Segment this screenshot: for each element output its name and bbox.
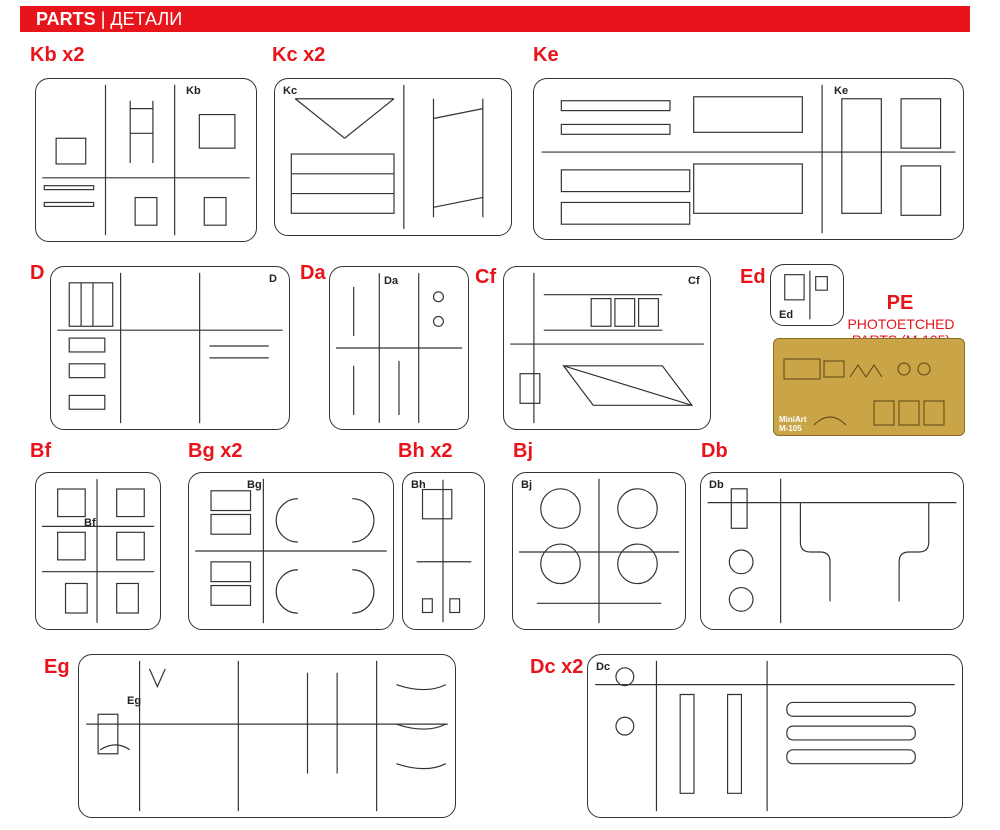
sprue-label-d: D [30, 262, 45, 284]
sprue-tag-kb: Kb [186, 85, 201, 97]
sprue-drawing-cf [510, 272, 704, 424]
sprue-drawing-bf [41, 479, 155, 623]
sprue-tag-bf: Bf [84, 517, 96, 529]
sprue-label-dc: Dc x2 [530, 656, 584, 678]
sprue-frame-bg: Bg [188, 472, 394, 630]
sprue-frame-dc: Dc [587, 654, 963, 818]
sprue-tag-da: Da [384, 275, 399, 287]
sprue-drawing-db [707, 478, 957, 624]
sprue-tag-ed: Ed [779, 309, 794, 321]
sprue-label-bf: Bf [30, 440, 52, 462]
sprue-frame-ke: Ke [533, 78, 964, 240]
title-russian: ДЕТАЛИ [110, 9, 183, 29]
sprue-label-bg: Bg x2 [188, 440, 243, 462]
sprue-drawing-kc [290, 84, 484, 230]
sprue-frame-d: D [50, 266, 290, 430]
sprue-frame-da: Da [329, 266, 469, 430]
sprue-drawing-ke [541, 84, 956, 234]
title-separator: | [100, 9, 106, 29]
sprue-tag-dc: Dc [596, 661, 611, 673]
photoetch-parts-drawing [783, 358, 945, 426]
sprue-label-kc: Kc x2 [272, 44, 326, 66]
page-title: PARTS | ДЕТАЛИ [36, 9, 182, 29]
sprue-tag-bj: Bj [521, 479, 532, 491]
sprue-tag-bh: Bh [411, 479, 426, 491]
sprue-tag-kc: Kc [283, 85, 298, 97]
sprue-drawing-eg [86, 660, 448, 812]
sprue-label-ke: Ke [533, 44, 559, 66]
sprue-frame-cf: Cf [503, 266, 711, 430]
sprue-drawing-d [57, 272, 283, 424]
sprue-drawing-kb [42, 84, 250, 236]
sprue-frame-bf: Bf [35, 472, 161, 630]
pe-code: M-105 [779, 424, 802, 433]
sprue-drawing-dc [595, 660, 955, 812]
pe-subtitle-line1: PHOTOETCHED [847, 316, 955, 332]
header-banner: PARTS | ДЕТАЛИ [20, 6, 970, 32]
sprue-frame-ed: Ed [770, 264, 844, 326]
sprue-drawing-da [335, 273, 463, 423]
sprue-drawing-bg [195, 478, 387, 624]
sprue-label-bh: Bh x2 [398, 440, 453, 462]
sprue-label-cf: Cf [475, 266, 497, 288]
sprue-tag-bg: Bg [247, 479, 262, 491]
title-parts: PARTS [36, 9, 96, 29]
sprue-label-bj: Bj [513, 440, 533, 462]
sprue-tag-db: Db [709, 479, 724, 491]
sprue-frame-db: Db [700, 472, 964, 630]
sprue-drawing-ed [784, 270, 828, 320]
sprue-label-db: Db [701, 440, 728, 462]
sprue-tag-ke: Ke [834, 85, 849, 97]
sprue-drawing-bj [519, 478, 679, 624]
pe-brand-name: MiniArt [779, 415, 807, 424]
sprue-label-kb: Kb x2 [30, 44, 85, 66]
sprue-frame-bh: Bh [402, 472, 485, 630]
sprue-frame-kb: Kb [35, 78, 257, 242]
sprue-label-ed: Ed [740, 266, 766, 288]
sprue-label-da: Da [300, 262, 326, 284]
sprue-tag-eg: Eg [127, 695, 142, 707]
sprue-tag-cf: Cf [688, 275, 700, 287]
sprue-frame-eg: Eg [78, 654, 456, 818]
sprue-frame-kc: Kc [274, 78, 512, 236]
sprue-tag-d: D [269, 273, 277, 285]
sprue-frame-bj: Bj [512, 472, 686, 630]
pe-title: PE [886, 292, 914, 314]
sprue-label-eg: Eg [44, 656, 70, 678]
sprue-drawing-bh [416, 479, 472, 623]
